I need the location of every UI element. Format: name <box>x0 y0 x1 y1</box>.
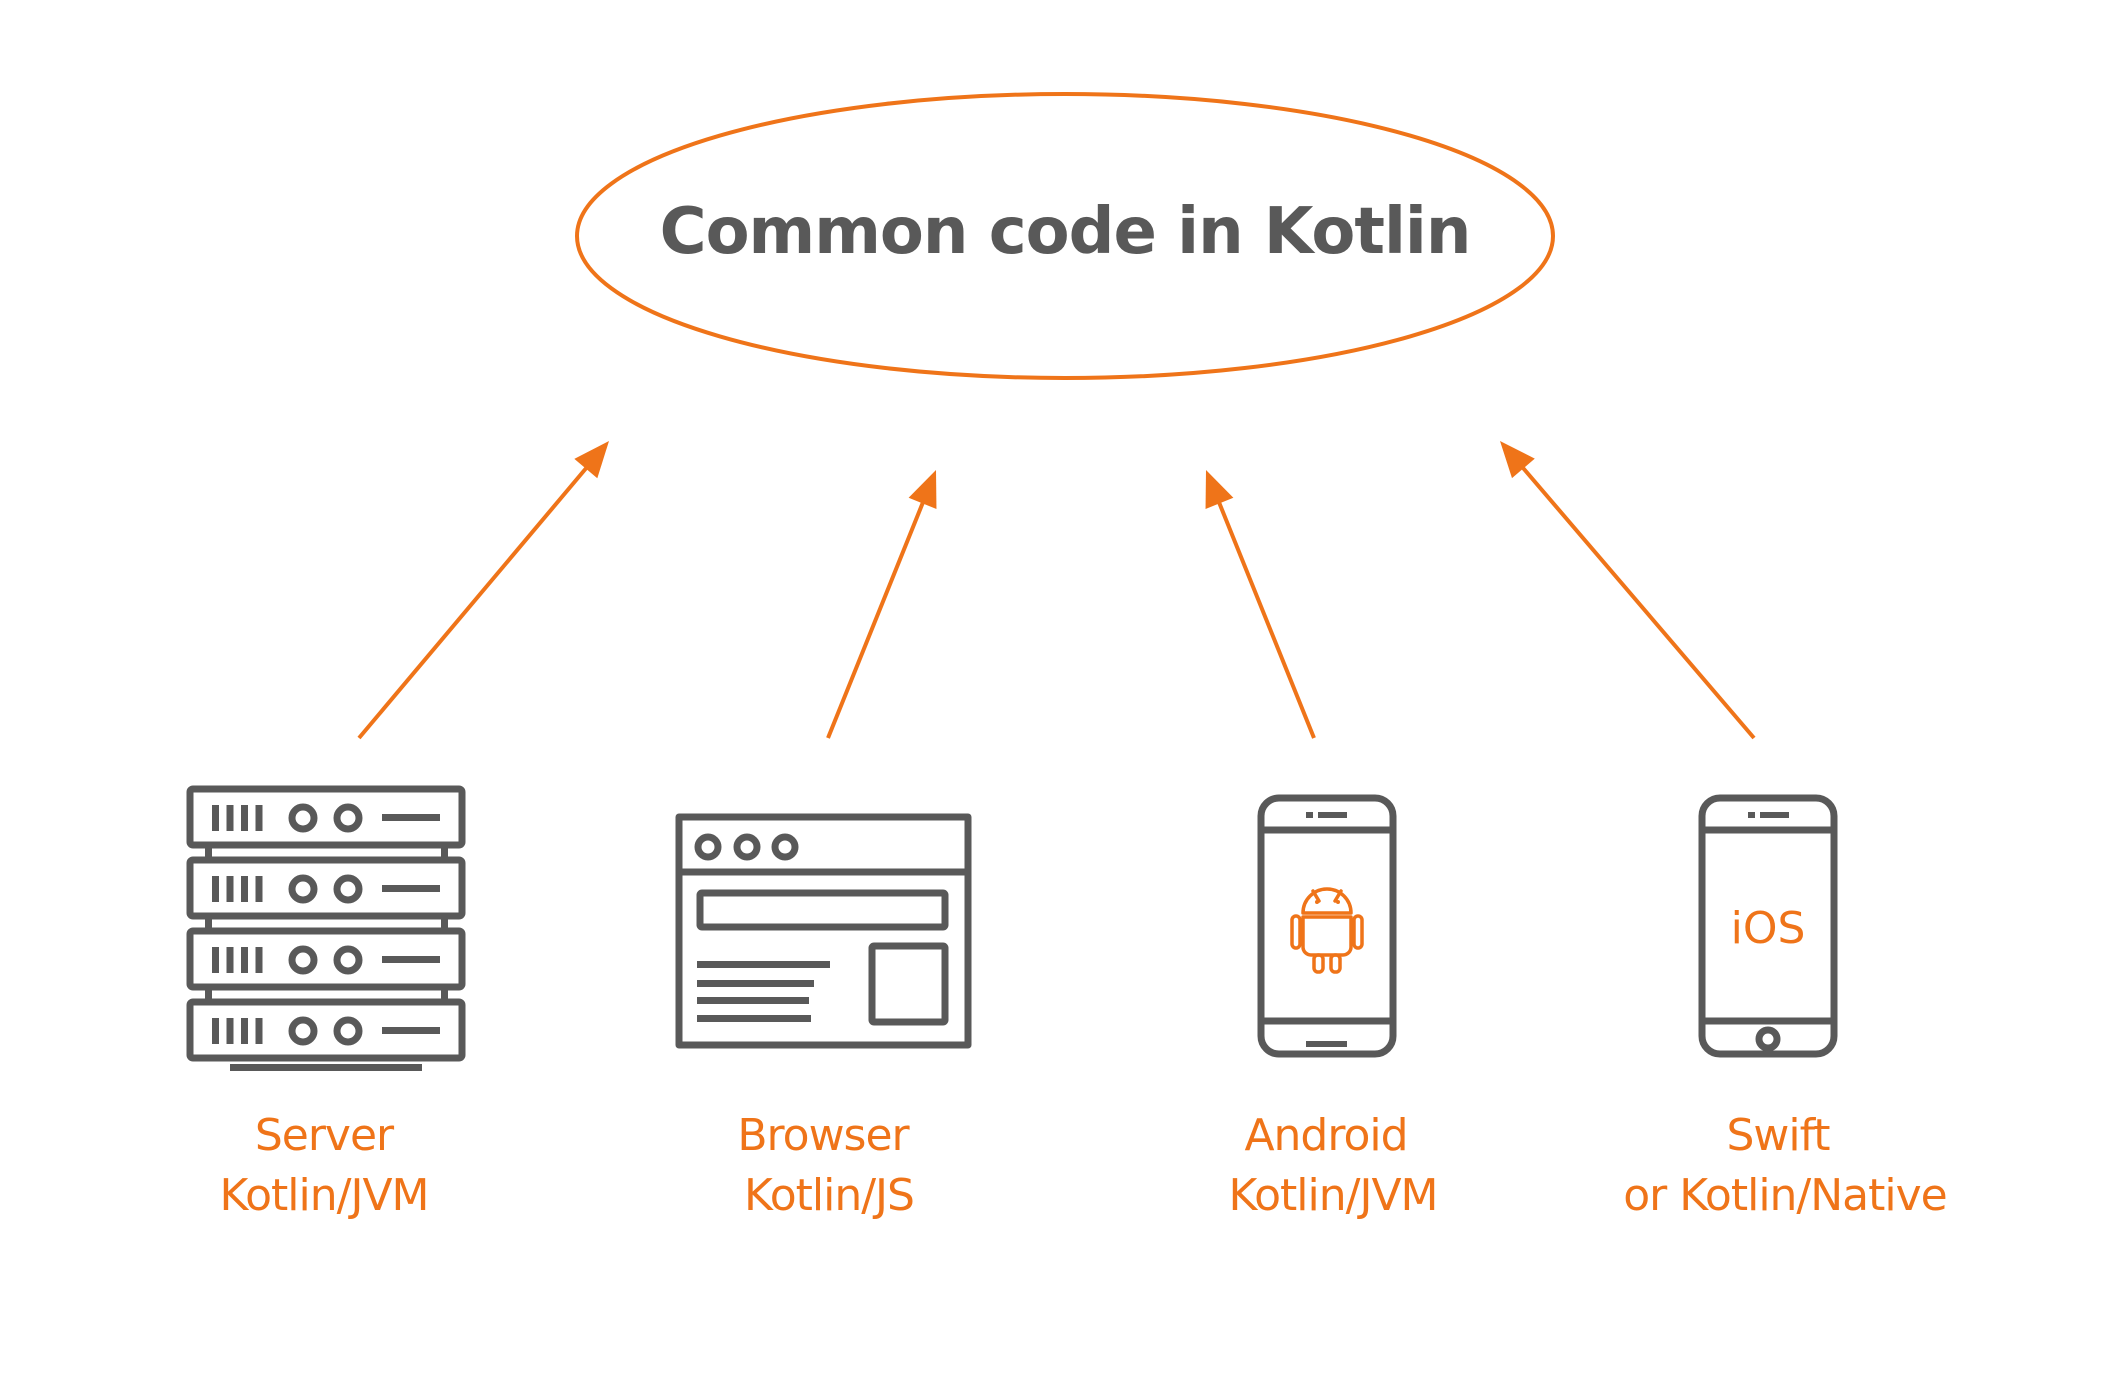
server-led-icon <box>288 874 318 904</box>
server-vent-bar <box>212 1018 219 1044</box>
phone-speaker <box>1318 812 1347 818</box>
server-connector <box>441 987 448 1002</box>
server-led-icon <box>333 945 363 975</box>
server-vent-bar <box>212 947 219 973</box>
arrowhead-icon <box>1205 470 1234 509</box>
server-vent-bar <box>241 1018 248 1044</box>
server-vent-bar <box>241 876 248 902</box>
server-led-icon <box>288 945 318 975</box>
server-connector <box>441 916 448 931</box>
ios-label-line2: or Kotlin/Native <box>1623 1170 1946 1221</box>
server-connector <box>205 987 212 1002</box>
browser-window-icon <box>675 813 972 1049</box>
server-slot <box>382 885 440 892</box>
browser-label-line1: Browser <box>737 1110 910 1161</box>
arrowhead-icon <box>908 470 937 509</box>
browser-dot-icon <box>771 833 799 861</box>
server-connector <box>205 845 212 860</box>
target-labels: Server Kotlin/JVM Browser Kotlin/JS Andr… <box>219 1110 1947 1221</box>
server-label-line2: Kotlin/JVM <box>219 1170 428 1221</box>
phone-camera <box>1306 812 1313 818</box>
phone-frame <box>1257 794 1397 1058</box>
server-rack-icon <box>186 785 466 1071</box>
server-vent-bar <box>226 876 234 902</box>
server-vent-bar <box>255 805 263 831</box>
browser-dot-icon <box>694 833 722 861</box>
server-label-line1: Server <box>255 1110 395 1161</box>
server-unit <box>186 856 466 920</box>
server-slot <box>382 1027 440 1034</box>
server-base <box>230 1064 422 1071</box>
server-vent-bar <box>241 947 248 973</box>
browser-text-line <box>697 961 830 968</box>
browser-dot-icon <box>733 833 761 861</box>
arrow-shaft <box>1216 500 1316 739</box>
arrow-browser-to-common-code <box>826 470 937 739</box>
iphone-icon: iOS <box>1698 794 1838 1058</box>
phone-frame <box>1698 794 1838 1058</box>
server-slot <box>382 956 440 963</box>
server-connector <box>205 916 212 931</box>
common-code-ellipse <box>575 92 1555 380</box>
phone-camera <box>1748 812 1755 818</box>
server-led-icon <box>333 874 363 904</box>
browser-text-line <box>697 997 809 1004</box>
server-unit <box>186 998 466 1062</box>
android-label-line1: Android <box>1244 1110 1407 1161</box>
phone-home-button-icon <box>1755 1026 1781 1052</box>
arrow-ios-to-common-code <box>1500 441 1756 740</box>
server-vent-bar <box>255 947 263 973</box>
android-phone-icon <box>1257 794 1397 1058</box>
server-vent-bar <box>226 947 234 973</box>
server-vent-bar <box>255 876 263 902</box>
server-led-icon <box>333 1016 363 1046</box>
browser-text-line <box>697 980 814 987</box>
server-vent-bar <box>212 805 219 831</box>
browser-frame <box>675 813 972 1049</box>
common-code-title: Common code in Kotlin <box>660 195 1471 269</box>
arrow-shaft <box>826 500 926 739</box>
android-robot-icon <box>1290 887 1364 974</box>
arrow-android-to-common-code <box>1205 470 1316 739</box>
phone-home-bar <box>1306 1041 1347 1047</box>
browser-address-bar <box>696 889 949 931</box>
arrow-shaft <box>357 465 589 740</box>
arrowhead-icon <box>574 441 609 479</box>
server-vent-bar <box>255 1018 263 1044</box>
server-slot <box>382 814 440 821</box>
arrow-server-to-common-code <box>357 441 609 740</box>
browser-label-line2: Kotlin/JS <box>744 1170 914 1221</box>
server-vent-bar <box>226 1018 234 1044</box>
arrowhead-icon <box>1500 441 1535 479</box>
server-led-icon <box>288 1016 318 1046</box>
ios-screen-label: iOS <box>1731 903 1806 954</box>
server-vent-bar <box>212 876 219 902</box>
arrows <box>357 441 1756 740</box>
phone-speaker <box>1760 812 1789 818</box>
server-led-icon <box>333 803 363 833</box>
server-unit <box>186 785 466 849</box>
android-label-line2: Kotlin/JVM <box>1228 1170 1437 1221</box>
server-connector <box>441 845 448 860</box>
common-code-node: Common code in Kotlin <box>575 92 1555 380</box>
arrow-shaft <box>1520 465 1756 740</box>
browser-text-line <box>697 1015 811 1022</box>
server-vent-bar <box>226 805 234 831</box>
browser-image-box <box>868 942 949 1026</box>
server-vent-bar <box>241 805 248 831</box>
server-led-icon <box>288 803 318 833</box>
server-unit <box>186 927 466 991</box>
ios-label-line1: Swift <box>1726 1110 1830 1161</box>
